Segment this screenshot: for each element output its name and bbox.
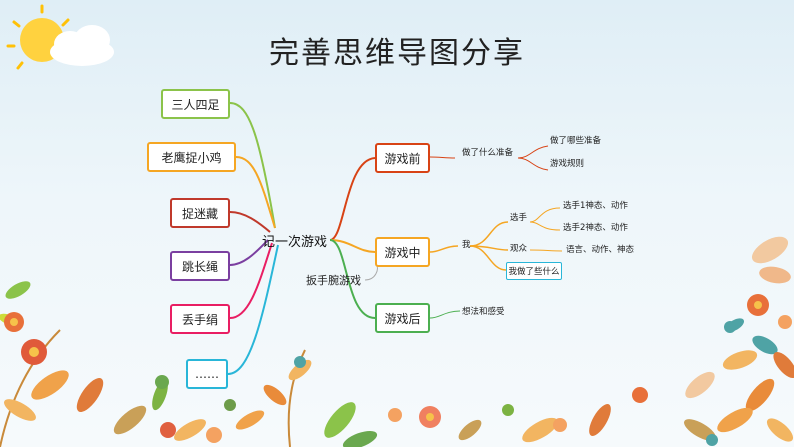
right-node-youxihou: 游戏后 bbox=[375, 303, 430, 333]
left-node-ellipsis: …… bbox=[186, 359, 228, 389]
floating-topic: 扳手腕游戏 bbox=[306, 274, 361, 287]
node-label: 丢手绢 bbox=[181, 312, 218, 327]
connector-zhuomicang bbox=[229, 211, 271, 233]
left-node-laoying: 老鹰捉小鸡 bbox=[147, 142, 236, 172]
node-label: 游戏后 bbox=[384, 311, 421, 326]
during-player-leaf: 选手2神态、动作 bbox=[563, 223, 628, 233]
before-sub: 做了什么准备 bbox=[462, 148, 514, 158]
before-leaf: 做了哪些准备 bbox=[550, 136, 602, 146]
before-leaf: 游戏规则 bbox=[550, 159, 585, 169]
flower-decoration-icon bbox=[0, 281, 648, 447]
page-title: 完善思维导图分享 bbox=[269, 36, 525, 71]
node-label: …… bbox=[195, 367, 219, 381]
during-audience: 观众 bbox=[510, 244, 528, 254]
node-label: 跳长绳 bbox=[181, 259, 218, 274]
node-label: 三人四足 bbox=[171, 97, 220, 112]
central-topic: 记一次游戏 bbox=[262, 235, 328, 250]
right-node-youxizhong: 游戏中 bbox=[375, 237, 430, 267]
node-label: 老鹰捉小鸡 bbox=[161, 150, 222, 165]
left-node-tiaochangsheng: 跳长绳 bbox=[170, 251, 230, 281]
node-label: 游戏中 bbox=[384, 245, 421, 260]
right-node-youxiqian: 游戏前 bbox=[375, 143, 430, 173]
during-self-node: 我做了些什么 bbox=[506, 262, 562, 280]
during-player: 选手 bbox=[510, 213, 528, 223]
left-node-diushoujuan: 丢手绢 bbox=[170, 304, 230, 334]
during-sub: 我 bbox=[462, 240, 471, 250]
connector-tiaochangsheng bbox=[229, 239, 269, 266]
connector-sanrensizu bbox=[229, 102, 276, 229]
node-label: 捉迷藏 bbox=[181, 206, 218, 221]
sun-cloud-icon bbox=[6, 4, 114, 70]
during-player-leaf: 选手1神态、动作 bbox=[563, 201, 628, 211]
connector-youxiqian bbox=[329, 157, 376, 241]
connector-youxizhong bbox=[329, 239, 376, 253]
left-node-zhuomicang: 捉迷藏 bbox=[170, 198, 230, 228]
connector-youxihou bbox=[329, 239, 376, 319]
left-node-sanrensizu: 三人四足 bbox=[161, 89, 230, 119]
connector-laoying bbox=[235, 156, 276, 229]
plant-decoration-icon bbox=[684, 236, 794, 446]
connector-ellipsis bbox=[227, 244, 279, 375]
node-label: 游戏前 bbox=[384, 151, 421, 166]
during-audience-leaf: 语言、动作、神态 bbox=[566, 245, 635, 255]
node-label: 我做了些什么 bbox=[508, 267, 560, 277]
connector-diushoujuan bbox=[229, 242, 273, 319]
after-sub: 想法和感受 bbox=[462, 307, 505, 317]
